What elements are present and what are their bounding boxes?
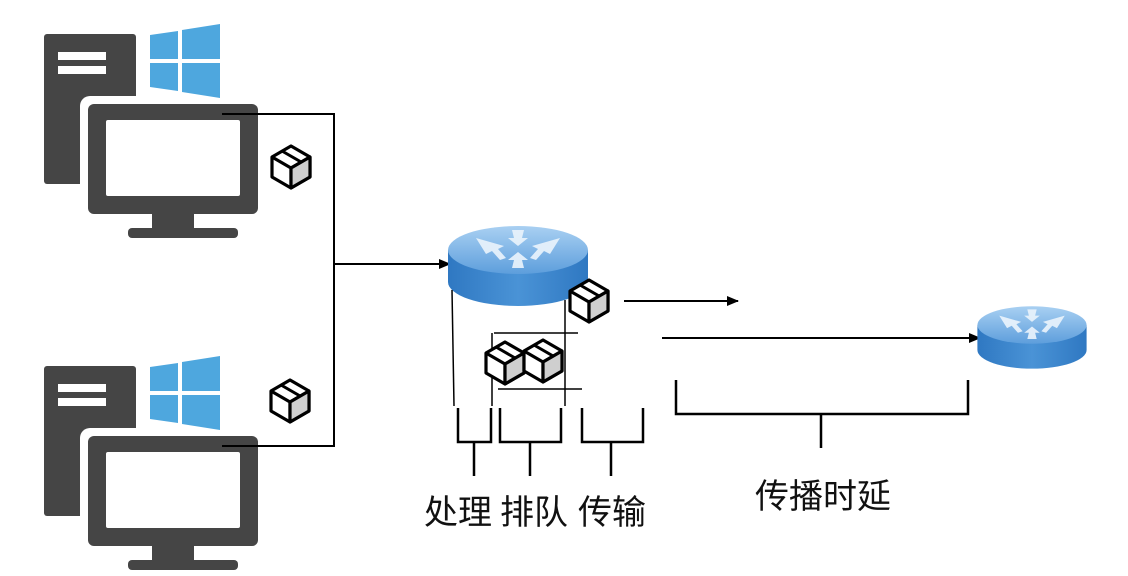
package-box-icon [270, 144, 312, 190]
package-box-icon [522, 338, 564, 384]
propagation-bracket [674, 380, 970, 448]
link-host-top [222, 113, 335, 447]
queuing-bracket [498, 408, 563, 476]
host-bottom [44, 356, 266, 570]
package-box-icon [484, 340, 526, 386]
processing-label: 处理 [424, 493, 492, 533]
host-top [44, 24, 266, 238]
windows-logo-icon [150, 356, 220, 430]
transmission-bracket [580, 408, 645, 476]
package-box-icon [568, 278, 610, 324]
propagation-label: 传播时延 [755, 477, 891, 517]
windows-logo-icon [150, 24, 220, 98]
transmission-label: 传输 [578, 493, 646, 533]
router-icon [977, 306, 1087, 369]
processing-bracket [456, 408, 493, 476]
router-left-drop [451, 289, 455, 407]
package-box-icon [269, 378, 311, 424]
queuing-label: 排队 [500, 493, 568, 533]
router-icon [448, 226, 588, 306]
